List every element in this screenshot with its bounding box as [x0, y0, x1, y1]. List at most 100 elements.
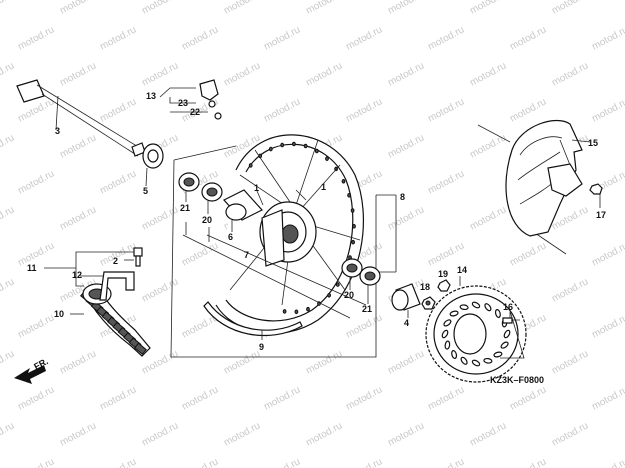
watermark-text: motod.ru — [180, 24, 220, 52]
rim-hole — [282, 309, 287, 314]
watermark-text: motod.ru — [262, 384, 302, 412]
disc-slot — [471, 301, 481, 309]
left-dust-seal — [178, 172, 200, 202]
rim-hole — [352, 224, 356, 229]
callout-3: 3 — [55, 126, 60, 136]
callout-21-right: 21 — [362, 304, 372, 314]
right-dust-seal — [359, 266, 381, 304]
rim-hole — [325, 156, 329, 161]
watermark-text: motod.ru — [0, 60, 16, 88]
rim-hole — [347, 193, 352, 198]
watermark-text: motod.ru — [16, 312, 56, 340]
tire — [70, 283, 151, 357]
watermark-text: motod.ru — [508, 456, 548, 468]
callout-19: 19 — [438, 269, 448, 279]
watermark-text: motod.ru — [0, 0, 16, 17]
watermark-text: motod.ru — [0, 348, 16, 376]
disc-slot — [441, 329, 449, 339]
watermark-text: motod.ru — [262, 456, 302, 468]
nut — [421, 296, 436, 310]
watermark-text: motod.ru — [304, 348, 344, 376]
rim-hole — [303, 143, 308, 149]
front-direction-arrow-icon — [14, 365, 46, 384]
watermark-text: motod.ru — [590, 96, 625, 124]
disc-slot — [451, 349, 458, 360]
disc-bolt — [502, 312, 520, 324]
callout-17: 17 — [596, 210, 606, 220]
wheel-hub — [256, 189, 317, 267]
disc-slot — [471, 359, 481, 367]
rim-hole — [292, 141, 296, 147]
rim-spoke-holes — [248, 141, 356, 315]
callout-22: 22 — [190, 107, 200, 117]
watermark-text: motod.ru — [590, 24, 625, 52]
distance-collar — [223, 189, 263, 232]
watermark-text: motod.ru — [344, 456, 384, 468]
watermark-text: motod.ru — [180, 240, 220, 268]
watermark-text: motod.ru — [98, 384, 138, 412]
watermark-text: motod.ru — [344, 384, 384, 412]
disc-slot — [460, 356, 468, 365]
watermark-text: motod.ru — [16, 96, 56, 124]
tire-knob — [134, 342, 147, 355]
callout-4: 4 — [404, 318, 409, 328]
rim-hole — [351, 239, 356, 245]
tire-group-bracket — [44, 251, 134, 287]
cover-bolt — [589, 183, 603, 208]
inner-tube — [80, 271, 135, 301]
watermark-text: motod.ru — [98, 456, 138, 468]
watermark-text: motod.ru — [344, 96, 384, 124]
watermark-text: motod.ru — [262, 24, 302, 52]
watermark-text: motod.ru — [468, 420, 508, 448]
callout-13: 13 — [146, 91, 156, 101]
watermark-text: motod.ru — [140, 0, 180, 17]
watermark-text: motod.ru — [98, 96, 138, 124]
watermark-text: motod.ru — [426, 384, 466, 412]
watermark-text: motod.ru — [0, 420, 16, 448]
watermark-text: motod.ru — [0, 276, 16, 304]
watermark-text: motod.ru — [386, 204, 426, 232]
callout-20-right: 20 — [344, 290, 354, 300]
callout-1-left: 1 — [254, 183, 259, 193]
watermark-text: motod.ru — [426, 24, 466, 52]
disc-slot — [484, 303, 492, 312]
watermark-text: motod.ru — [386, 60, 426, 88]
watermark-text: motod.ru — [58, 0, 98, 17]
watermark-text: motod.ru — [344, 24, 384, 52]
wheel-assembly-box — [170, 145, 397, 358]
watermark-text: motod.ru — [426, 456, 466, 468]
callout-15: 15 — [588, 138, 598, 148]
watermark-text: motod.ru — [344, 312, 384, 340]
watermark-text: motod.ru — [222, 420, 262, 448]
watermark-text: motod.ru — [468, 60, 508, 88]
watermark-text: motod.ru — [590, 456, 625, 468]
rim-band — [203, 301, 303, 340]
watermark-text: motod.ru — [140, 60, 180, 88]
watermark-text: motod.ru — [140, 204, 180, 232]
brake-disc-holes — [441, 301, 511, 367]
watermark-text: motod.ru — [508, 384, 548, 412]
rim-hole — [268, 146, 273, 152]
disc-slot — [483, 357, 493, 364]
disc-slot — [444, 340, 451, 350]
watermark-text: motod.ru — [180, 384, 220, 412]
callout-9: 9 — [259, 342, 264, 352]
watermark-text: motod.ru — [508, 240, 548, 268]
rim-hole — [280, 142, 285, 148]
watermark-text: motod.ru — [16, 456, 56, 468]
watermark-text: motod.ru — [58, 132, 98, 160]
callout-18: 18 — [420, 282, 430, 292]
callout-6: 6 — [228, 232, 233, 242]
disc-slot — [500, 341, 509, 349]
disc-slot — [443, 319, 452, 327]
front-axle — [16, 79, 146, 157]
callout-21-left: 21 — [180, 203, 190, 213]
watermark-text: motod.ru — [16, 168, 56, 196]
watermark-text: motod.ru — [550, 276, 590, 304]
watermark-text: motod.ru — [222, 348, 262, 376]
watermark-text: motod.ru — [590, 312, 625, 340]
side-collar — [142, 143, 164, 187]
callout-2: 2 — [113, 256, 118, 266]
disc-slot — [493, 351, 503, 358]
